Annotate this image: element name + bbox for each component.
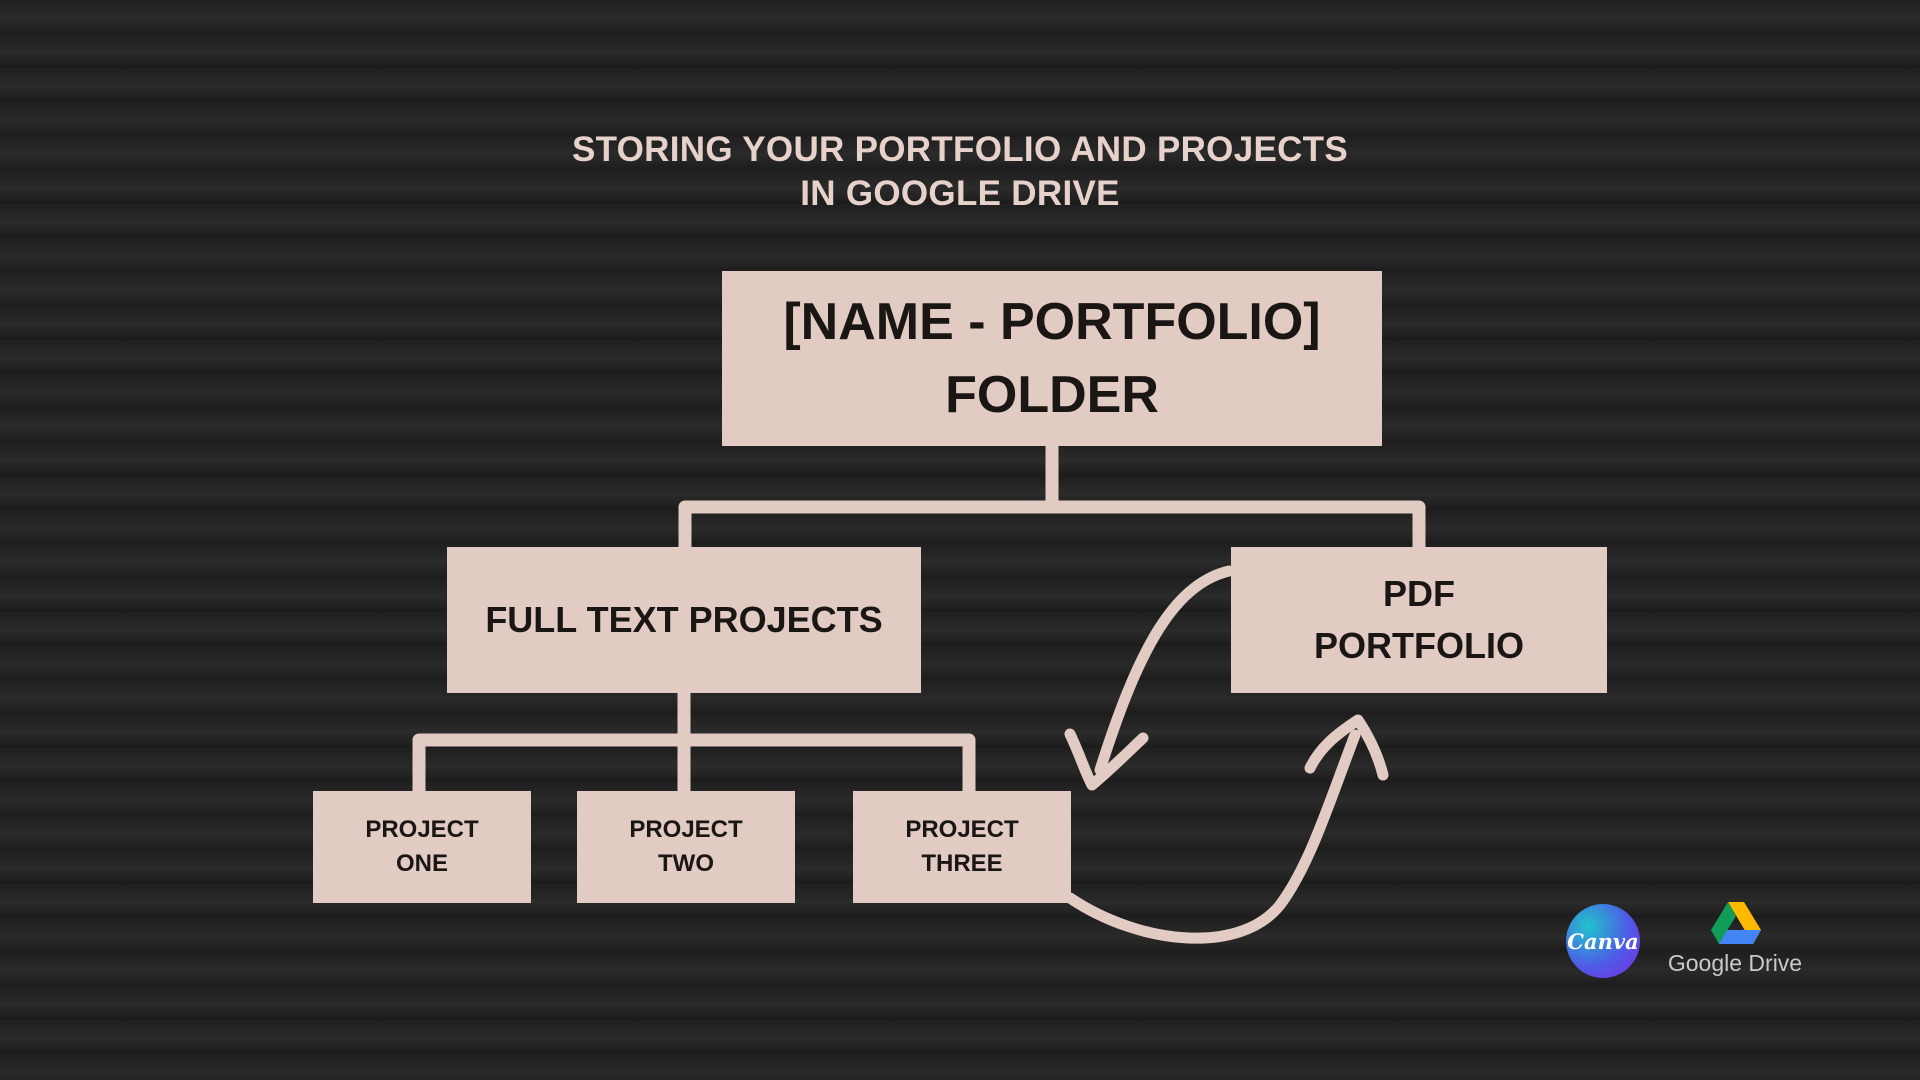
project-two-line-2: TWO xyxy=(658,850,714,877)
pdf-portfolio-box: PDF PORTFOLIO xyxy=(1231,547,1607,693)
full-text-projects-box: FULL TEXT PROJECTS xyxy=(447,547,921,693)
portfolio-folder-box: [NAME - PORTFOLIO] FOLDER xyxy=(722,271,1382,446)
google-drive-logo-text: Google Drive xyxy=(1667,950,1803,976)
connector-root-branch xyxy=(678,500,1426,554)
canva-logo-text: Canva xyxy=(1567,928,1639,954)
canva-logo: Canva xyxy=(1566,904,1640,978)
google-drive-icon xyxy=(1711,902,1761,944)
full-text-projects-label: FULL TEXT PROJECTS xyxy=(485,599,883,640)
arrow-projects-to-pdf xyxy=(1064,729,1361,944)
portfolio-folder-line-2: FOLDER xyxy=(945,365,1159,424)
google-drive-logo: Google Drive xyxy=(1664,900,1806,984)
connector-projects-branch xyxy=(412,733,976,798)
page-title: STORING YOUR PORTFOLIO AND PROJECTS IN G… xyxy=(460,128,1460,216)
pdf-portfolio-line-2: PORTFOLIO xyxy=(1314,625,1524,666)
project-three-line-1: PROJECT xyxy=(905,816,1019,843)
arrowhead-projects-to-pdf xyxy=(1304,714,1389,781)
project-one-box: PROJECT ONE xyxy=(313,791,531,903)
portfolio-folder-line-1: [NAME - PORTFOLIO] xyxy=(783,292,1321,351)
title-line-1: STORING YOUR PORTFOLIO AND PROJECTS xyxy=(571,130,1349,169)
project-one-line-1: PROJECT xyxy=(365,816,479,843)
arrow-pdf-to-projects xyxy=(1094,565,1235,776)
project-two-box: PROJECT TWO xyxy=(577,791,795,903)
project-three-line-2: THREE xyxy=(921,850,1003,877)
project-one-line-2: ONE xyxy=(395,850,448,877)
title-line-2: IN GOOGLE DRIVE xyxy=(800,174,1120,213)
project-two-line-1: PROJECT xyxy=(629,816,743,843)
arrowhead-pdf-to-projects xyxy=(1064,728,1149,791)
project-three-box: PROJECT THREE xyxy=(853,791,1071,903)
pdf-portfolio-line-1: PDF xyxy=(1383,573,1455,614)
